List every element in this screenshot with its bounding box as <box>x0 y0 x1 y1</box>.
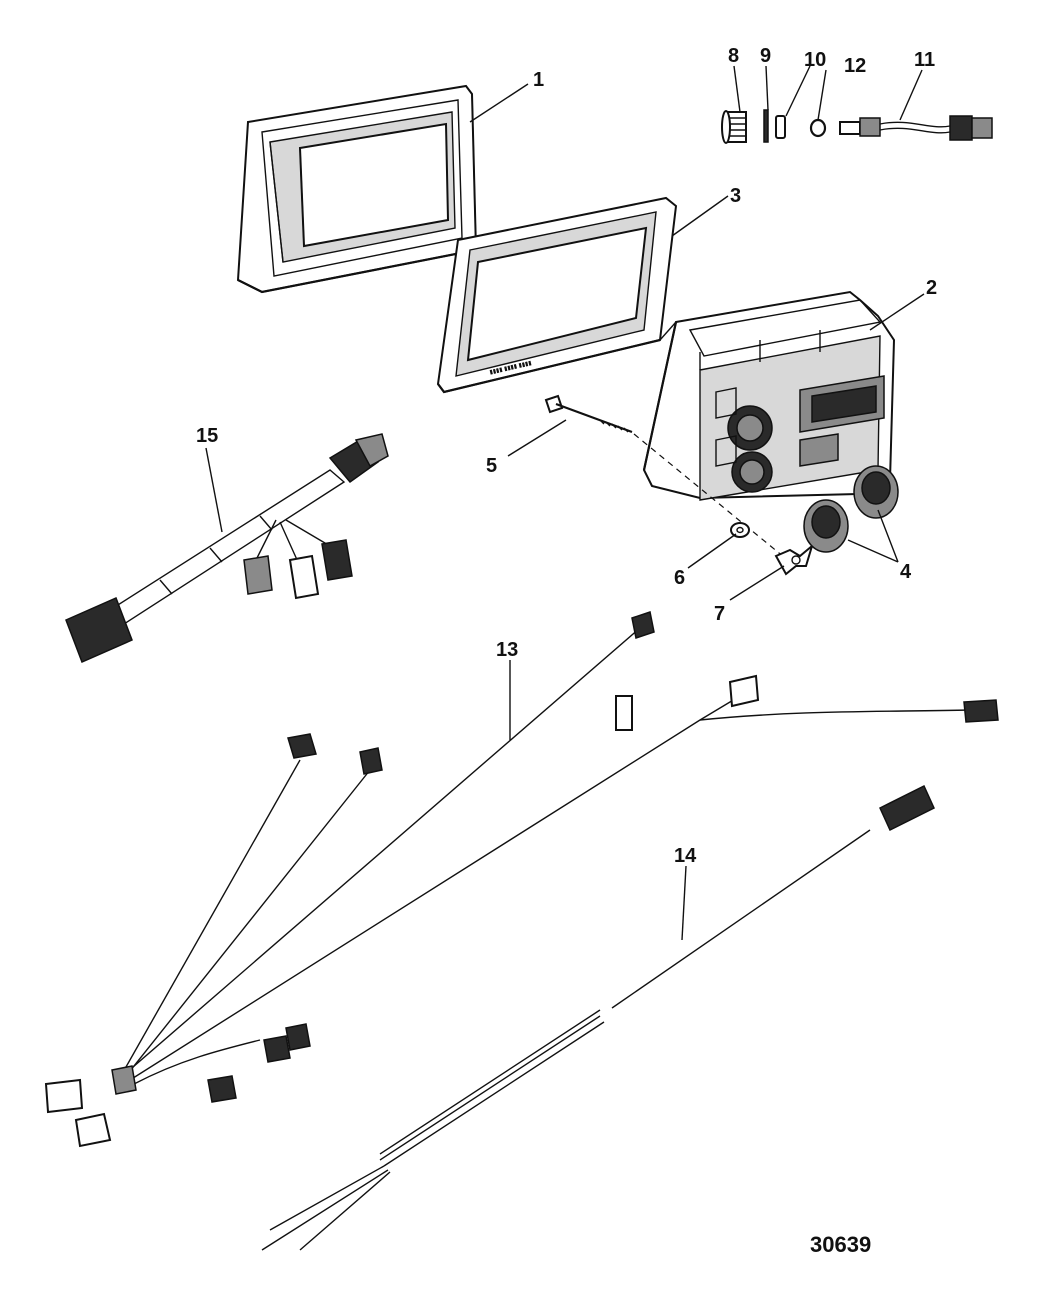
callout-4: 4 <box>900 561 912 583</box>
leader-lines <box>205 65 925 941</box>
callout-14: 14 <box>674 845 697 867</box>
callout-7: 7 <box>714 603 725 625</box>
callout-2: 2 <box>926 277 937 299</box>
part-14-cable <box>261 784 935 1251</box>
callout-6: 6 <box>674 567 685 589</box>
assembly-line <box>633 433 791 563</box>
part-1-bezel <box>236 84 478 294</box>
callout-5: 5 <box>486 455 497 477</box>
part-9-spacer <box>763 109 769 143</box>
callout-10: 10 <box>804 49 826 71</box>
part-2-display-unit <box>642 290 896 501</box>
callout-3: 3 <box>730 185 741 207</box>
callout-8: 8 <box>728 45 739 67</box>
part-11-sensor <box>839 115 993 141</box>
part-8-bolt <box>721 110 747 144</box>
part-5-screw <box>544 394 633 434</box>
part-7-wing-nut <box>774 543 814 576</box>
part-12-oring <box>809 118 827 138</box>
part-4-caps <box>803 465 899 553</box>
callout-15: 15 <box>196 425 218 447</box>
part-13-harness <box>44 611 999 1148</box>
part-3-gasket: ▮▮▮▮ ▮▮▮▮ ▮▮▮▮ <box>436 196 678 394</box>
part-10-nut <box>775 115 786 139</box>
callout-9: 9 <box>760 45 771 67</box>
figure-number: 30639 <box>810 1232 871 1257</box>
callout-13: 13 <box>496 639 518 661</box>
callout-12: 12 <box>844 55 866 77</box>
part-15-harness <box>65 433 389 664</box>
callout-11: 11 <box>914 49 935 71</box>
callout-1: 1 <box>533 69 544 91</box>
